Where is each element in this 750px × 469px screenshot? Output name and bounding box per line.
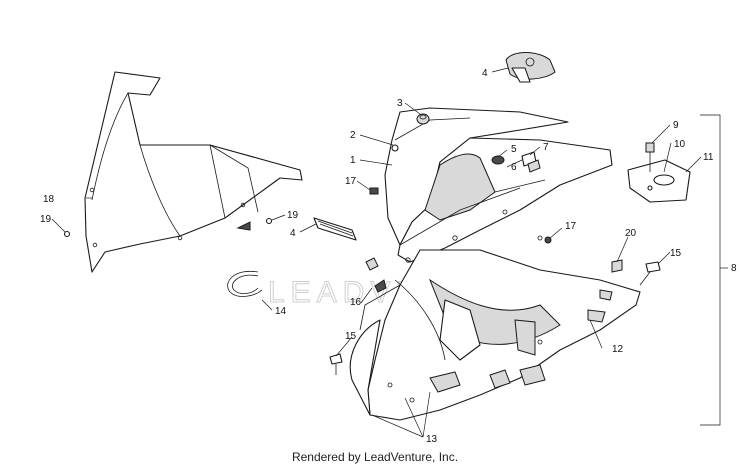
callout-9: 9 — [673, 120, 679, 131]
callout-11: 11 — [703, 152, 714, 163]
callout-8: 8 — [731, 263, 737, 274]
nose-pan-part[interactable] — [349, 249, 641, 421]
callout-18: 18 — [43, 194, 55, 205]
hood-cowl-part[interactable] — [384, 107, 613, 263]
callout-19-left: 19 — [40, 214, 52, 225]
bracket-part[interactable] — [491, 151, 541, 173]
callout-15-right: 15 — [670, 248, 682, 259]
clip-20[interactable] — [611, 259, 623, 273]
callout-3: 3 — [397, 98, 403, 109]
callout-2: 2 — [350, 130, 356, 141]
callout-12: 12 — [612, 344, 624, 355]
callout-17-left: 17 — [345, 176, 357, 187]
callout-4-grille: 4 — [290, 228, 296, 239]
gauge-part[interactable] — [505, 52, 556, 83]
callout-1: 1 — [350, 155, 356, 166]
callout-10: 10 — [674, 139, 686, 150]
footer-credit: Rendered by LeadVenture, Inc. — [291, 450, 459, 464]
callout-17-right: 17 — [565, 221, 577, 232]
strap-part[interactable] — [227, 270, 263, 297]
fastener-2[interactable] — [391, 144, 399, 152]
plate-part[interactable] — [627, 159, 691, 203]
fastener-17-left[interactable] — [369, 187, 379, 195]
callouts: 18 19 19 4 14 4 3 2 1 17 16 5 6 7 17 9 1… — [40, 68, 737, 445]
fastener-17-right[interactable] — [544, 236, 552, 244]
callout-4-gauge: 4 — [482, 68, 488, 79]
fastener-19-windshield[interactable] — [265, 217, 273, 225]
callout-19-windshield: 19 — [287, 210, 299, 221]
callout-5: 5 — [511, 144, 517, 155]
callout-16: 16 — [350, 297, 362, 308]
vent-grille-part[interactable] — [313, 217, 357, 241]
callout-7: 7 — [543, 142, 549, 153]
callout-15-left: 15 — [345, 331, 357, 342]
callout-14: 14 — [275, 306, 287, 317]
leader-lines — [51, 67, 728, 438]
bolt-15-left[interactable] — [329, 353, 343, 375]
callout-6: 6 — [511, 162, 517, 173]
callout-20: 20 — [625, 228, 637, 239]
callout-13: 13 — [426, 434, 438, 445]
bolt-15-right[interactable] — [639, 261, 661, 286]
clip-16[interactable] — [365, 257, 387, 293]
bolt-9[interactable] — [645, 142, 655, 172]
grommet-part[interactable] — [416, 113, 430, 125]
windshield-part[interactable] — [84, 71, 303, 273]
fastener-19-left[interactable] — [63, 230, 71, 238]
